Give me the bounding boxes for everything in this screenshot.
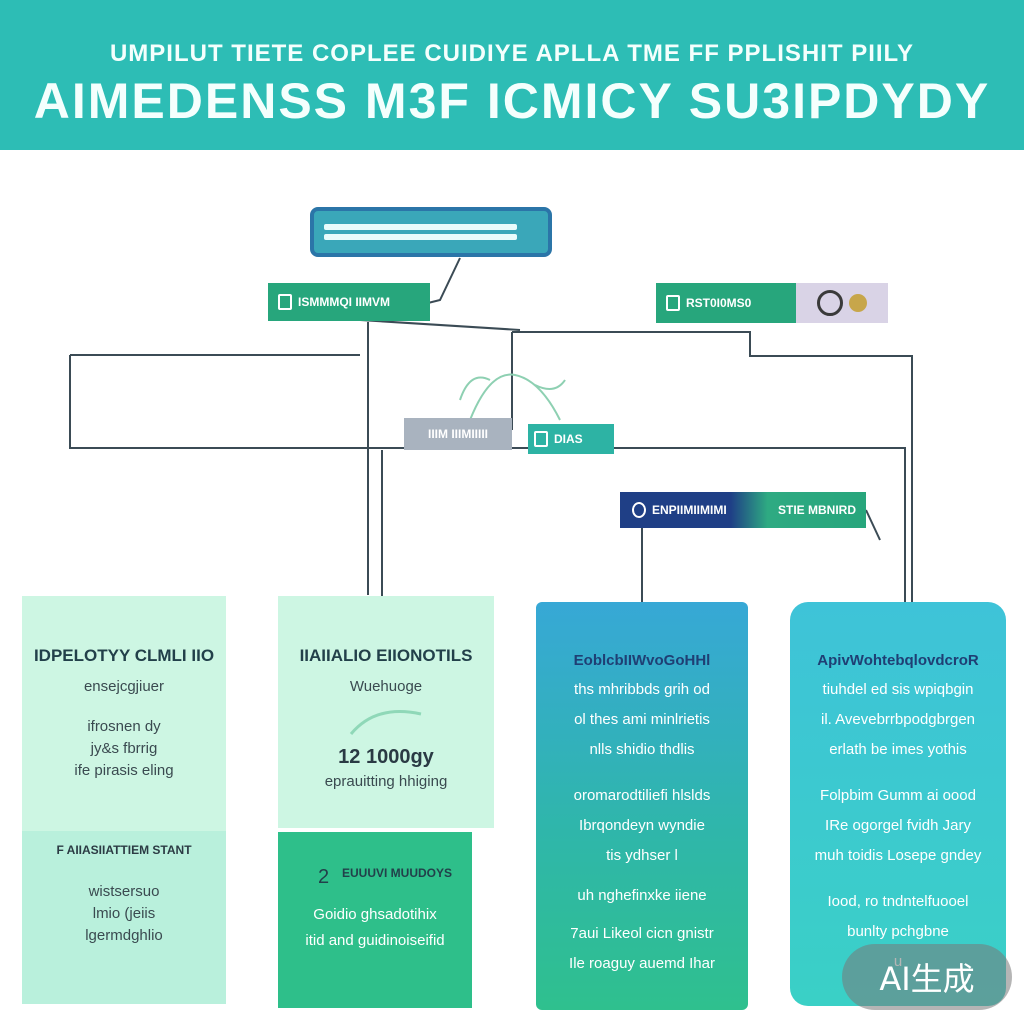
card-3-line-2: ol thes ami minlrietis (574, 711, 710, 728)
card-1-section-line-1: wistsersuo (88, 883, 160, 900)
node-right[interactable]: RST0I0MS0 (656, 283, 796, 323)
card-1-line-2: ifrosnen dy (87, 718, 161, 735)
card-4-line-3: erlath be imes yothis (829, 741, 967, 758)
card-1-title: IDPELOTYY CLMLI IIO (33, 646, 215, 665)
card-1-line-1: ensejcgjiuer (83, 678, 165, 695)
node-right-label: RST0I0MS0 (686, 296, 752, 310)
brush-stroke-icon (349, 710, 422, 735)
card-1-section-line-2: lmio (jeiis (92, 905, 156, 922)
card-4: ApivWohtebqlovdcroR tiuhdel ed sis wpiqb… (790, 602, 1006, 1006)
card-1-section-title: F AIIASIIATTIEM STANT (56, 843, 192, 857)
card-2-number: 12 1000gy (338, 746, 434, 768)
card-2: IIAIIALIO EIIONOTILS Wuehuoge 12 1000gy … (278, 596, 494, 828)
circle-icon (632, 502, 646, 518)
header-subtitle: UMPILUT TIETE COPLEE CUIDIYE APLLA TME F… (109, 40, 915, 67)
card-4-line-6: muh toidis Losepe gndey (814, 847, 982, 864)
node-mid-a[interactable]: IIIM IIIMIIIII (404, 418, 512, 450)
card-3: EoblcbIIWvoGoHHl ths mhribbds grih od ol… (536, 602, 748, 1010)
header-banner: UMPILUT TIETE COPLEE CUIDIYE APLLA TME F… (0, 0, 1024, 150)
card-1-line-3: jy&s fbrrig (90, 740, 158, 757)
node-split-left-label: ENPIIMIIMIMI (652, 503, 727, 517)
card-4-line-2: il. Avevebrrbpodgbrgen (821, 711, 975, 728)
node-mid-a-label: IIIM IIIMIIIII (428, 427, 488, 441)
card-2b-line-1: Goidio ghsadotihix (313, 906, 437, 923)
node-left-label: ISMMMQI IIMVM (298, 295, 390, 309)
document-icon (666, 295, 680, 311)
node-left[interactable]: ISMMMQI IIMVM (268, 283, 430, 321)
avatar (849, 294, 867, 312)
card-1-section: F AIIASIIATTIEM STANT wistsersuo lmio (j… (22, 831, 226, 1004)
top-node[interactable] (310, 207, 552, 257)
top-node-bar-2 (324, 234, 517, 240)
card-3-line-6: tis ydhser l (606, 847, 678, 864)
card-3-line-1: ths mhribbds grih od (574, 681, 710, 698)
card-2-line-1: Wuehuoge (349, 678, 423, 695)
card-1-section-line-3: lgermdghlio (85, 927, 163, 944)
card-2-tail: eprauitting hhiging (324, 773, 448, 790)
card-4-title: ApivWohtebqlovdcroR (817, 652, 979, 669)
card-3-line-8: 7aui Likeol cicn gnistr (570, 925, 714, 942)
card-4-line-1: tiuhdel ed sis wpiqbgin (822, 681, 974, 698)
connector-right-h (512, 331, 913, 610)
card-3-line-5: Ibrqondeyn wyndie (579, 817, 705, 834)
card-3-line-3: nlls shidio thdlis (589, 741, 695, 758)
card-3-line-9: Ile roaguy auemd Ihar (569, 955, 715, 972)
card-2-title: IIAIIALIO EIIONOTILS (299, 646, 473, 665)
node-split[interactable]: ENPIIMIIMIMI STIE MBNIRD (620, 492, 866, 528)
card-4-line-4: Folpbim Gumm ai oood (820, 787, 976, 804)
node-mid-b[interactable]: DIAS (528, 424, 614, 454)
card-1-line-4: ife pirasis eling (74, 762, 174, 779)
card-2b-number: 2 (318, 866, 330, 888)
ai-generated-badge: AI生成 (842, 944, 1012, 1010)
card-3-line-7: uh nghefinxke iiene (577, 887, 707, 904)
card-2b: 2 EUUUVI MUUDOYS Goidio ghsadotihix itid… (278, 832, 472, 1008)
connector-right-line (614, 447, 906, 610)
card-4-line-5: IRe ogorgel fvidh Jary (825, 817, 971, 834)
card-1: IDPELOTYY CLMLI IIO ensejcgjiuer ifrosne… (22, 596, 226, 1004)
node-mid-b-label: DIAS (554, 432, 583, 446)
card-4-line-7: Iood, ro tndntelfuooel (827, 893, 969, 910)
header-title: AIMEDENSS M3F ICMICY SU3IPDYDY (33, 73, 991, 129)
organic-branch (459, 373, 566, 421)
card-2b-title: EUUUVI MUUDOYS (342, 866, 453, 880)
card-3-title: EoblcbIIWvoGoHHl (573, 652, 711, 669)
top-node-bar-1 (324, 224, 517, 230)
document-icon (278, 294, 292, 310)
document-icon (534, 431, 548, 447)
node-split-right-label: STIE MBNIRD (778, 503, 856, 517)
connector-split-right (865, 509, 881, 541)
card-3-line-4: oromarodtiliefi hlslds (573, 787, 711, 804)
card-2b-line-2: itid and guidinoiseifid (305, 932, 445, 949)
connector-main-v-left (69, 355, 540, 449)
thumbnail-image (796, 283, 888, 323)
headphones-icon (817, 290, 843, 316)
card-4-line-8: bunlty pchgbne (847, 923, 949, 940)
